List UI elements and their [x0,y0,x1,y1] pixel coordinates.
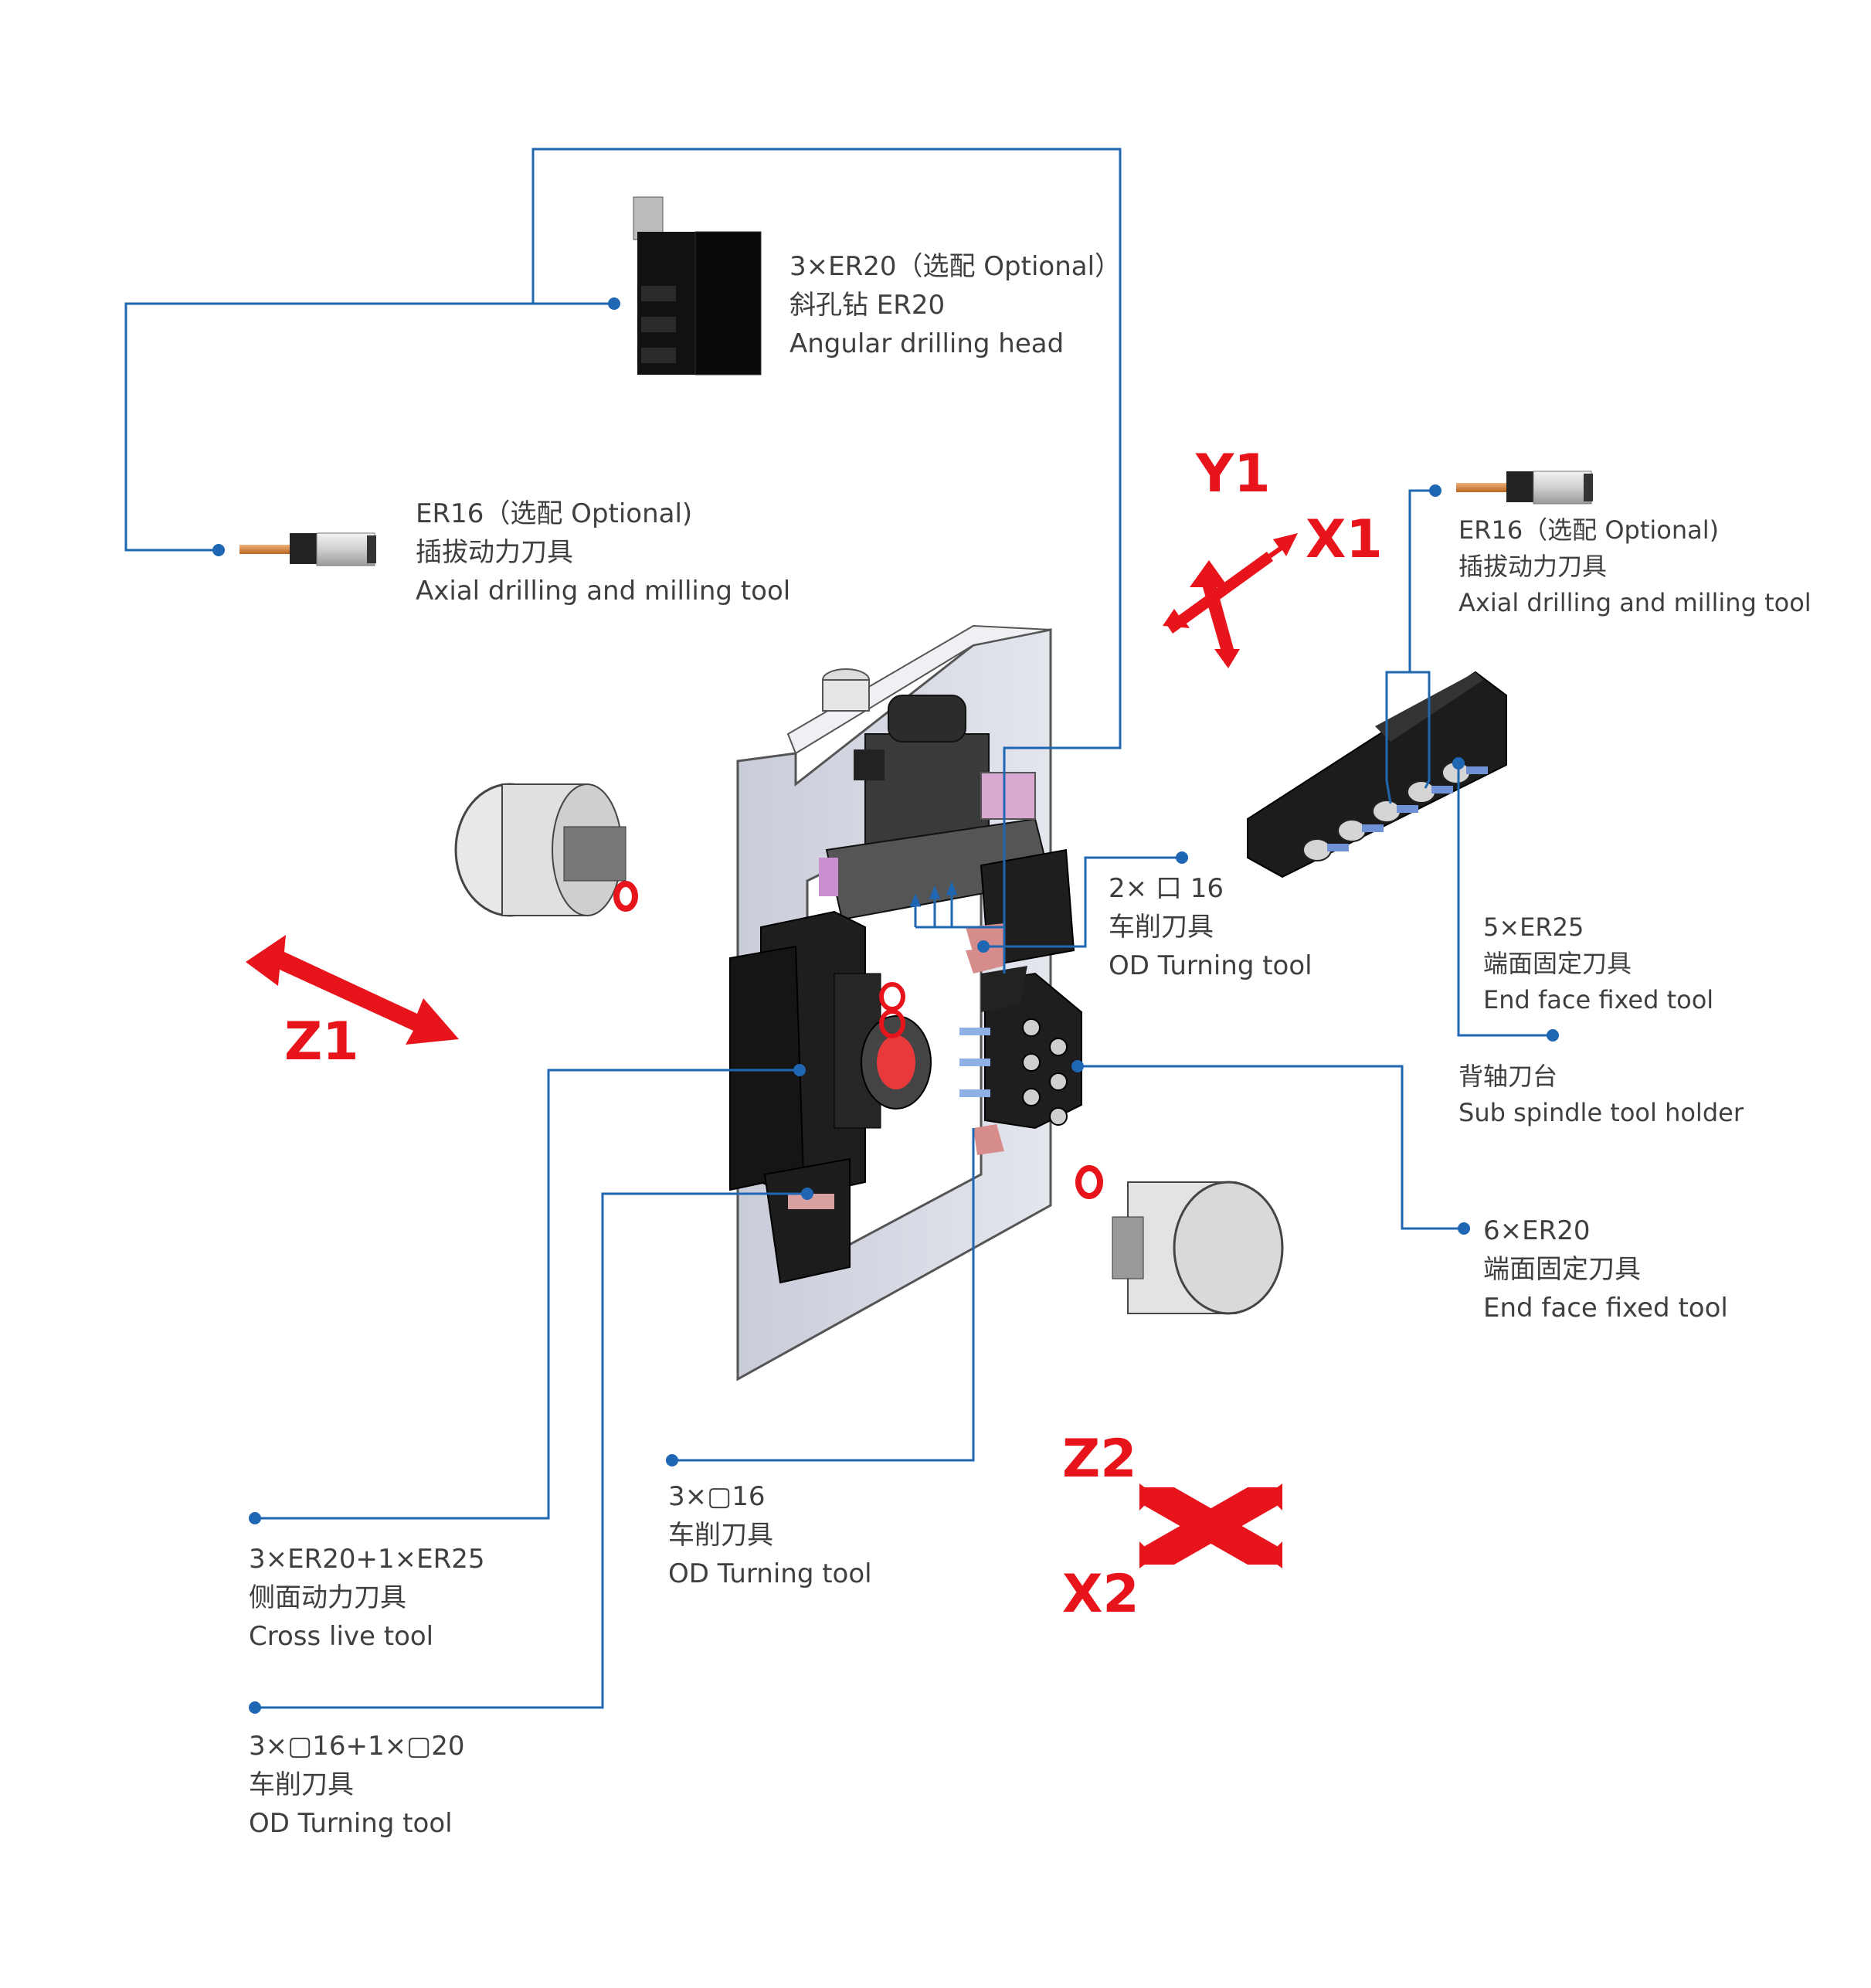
axis-label-y1: Y1 [1196,443,1271,505]
callout-line: 背轴刀台 [1458,1062,1558,1091]
callout-od-turning-3x16: 3×▢16 车削刀具 OD Turning tool [668,1477,872,1593]
callout-angular-drilling-head: 3×ER20（选配 Optional） 斜孔钻 ER20 Angular dri… [789,247,1121,363]
callout-line: 斜孔钻 ER20 [789,290,946,321]
callout-line: 端面固定刀具 [1483,949,1632,978]
callout-line: OD Turning tool [1109,950,1312,981]
sub-spindle-chuck [1075,1165,1284,1315]
callout-line: OD Turning tool [249,1808,453,1839]
main-spindle-face [861,982,932,1110]
z2-x2-arrow [1139,1483,1282,1568]
axial-tool-right-image [1456,471,1593,505]
callout-end-face-5xer25: 5×ER25 端面固定刀具 End face fixed tool [1483,909,1713,1018]
spindle-motor [819,695,1052,921]
callout-axial-tool-right: ER16（选配 Optional) 插拔动力刀具 Axial drilling … [1458,512,1812,621]
callout-cross-live-tool: 3×ER20+1×ER25 侧面动力刀具 Cross live tool [249,1540,484,1656]
axis-label-z1: Z1 [284,1011,359,1072]
callout-line: ER16（选配 Optional) [416,498,693,529]
main-spindle-chuck [454,783,638,917]
callout-line: ER16（选配 Optional) [1458,515,1720,545]
callout-line: End face fixed tool [1483,1293,1728,1324]
callout-line: 2× 口 16 [1109,873,1224,904]
end-face-tool-block [959,966,1082,1155]
callout-line: 3×▢16 [668,1481,766,1512]
callout-line: 插拔动力刀具 [1458,552,1608,581]
callout-sub-spindle-tool-holder: 背轴刀台 Sub spindle tool holder [1458,1059,1744,1131]
callout-line: 3×ER20（选配 Optional） [789,251,1122,282]
cross-live-tool-block [729,910,881,1284]
callout-line: 6×ER20 [1483,1215,1591,1246]
callout-line: 5×ER25 [1483,912,1584,942]
angular-drilling-head [633,196,762,376]
callout-line: 车削刀具 [249,1769,354,1800]
callout-line: Sub spindle tool holder [1458,1098,1744,1127]
axial-tool-left-image [239,532,376,566]
axis-label-z2: Z2 [1062,1429,1137,1490]
callout-line: Cross live tool [249,1621,434,1652]
callout-line: 车削刀具 [668,1520,773,1551]
callout-axial-tool-left: ER16（选配 Optional) 插拔动力刀具 Axial drilling … [416,494,790,610]
callout-od-turning-2x16: 2× 口 16 车削刀具 OD Turning tool [1109,869,1312,985]
axis-label-x2: X2 [1062,1564,1139,1625]
callout-line: Axial drilling and milling tool [1458,588,1812,617]
callout-line: 插拔动力刀具 [416,537,573,568]
y1-x1-arrow [1163,533,1298,668]
callout-line: End face fixed tool [1483,985,1714,1014]
z1-arrow [246,935,459,1045]
leader-arrows [909,882,1004,929]
leader-lines [124,148,1553,1709]
callout-line: 侧面动力刀具 [249,1582,406,1613]
callout-line: Axial drilling and milling tool [416,576,791,607]
leader-dots [212,297,1559,1714]
callout-line: OD Turning tool [668,1558,872,1589]
callout-od-turning-combo: 3×▢16+1×▢20 车削刀具 OD Turning tool [249,1727,465,1843]
callout-line: 3×ER20+1×ER25 [249,1544,485,1575]
callout-line: 3×▢16+1×▢20 [249,1731,465,1762]
sub-spindle-tool-holder [1247,671,1507,878]
callout-line: Angular drilling head [789,328,1065,359]
callout-line: 车削刀具 [1109,912,1214,943]
callout-line: 端面固定刀具 [1483,1254,1641,1285]
axis-label-x1: X1 [1306,509,1383,570]
callout-end-face-6xer20: 6×ER20 端面固定刀具 End face fixed tool [1483,1211,1728,1327]
